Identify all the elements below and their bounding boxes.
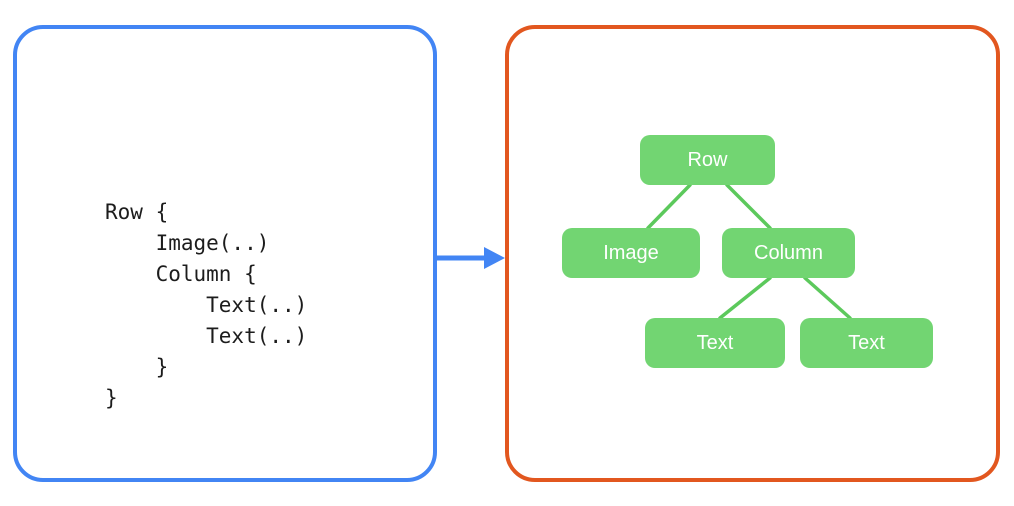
tree-link-lines bbox=[646, 183, 852, 320]
composable-code-snippet: Row { Image(..) Column { Text(..) Text(.… bbox=[105, 200, 308, 410]
tree-node-text-1[interactable]: Text bbox=[645, 318, 785, 368]
tree-node-text-2[interactable]: Text bbox=[800, 318, 933, 368]
composition-tree: Row Image Column Text Text bbox=[505, 25, 1000, 482]
tree-node-image[interactable]: Image bbox=[562, 228, 700, 278]
transform-arrow-icon bbox=[437, 247, 505, 269]
code-panel: Row { Image(..) Column { Text(..) Text(.… bbox=[13, 25, 437, 482]
tree-node-column[interactable]: Column bbox=[722, 228, 855, 278]
tree-node-row[interactable]: Row bbox=[640, 135, 775, 185]
